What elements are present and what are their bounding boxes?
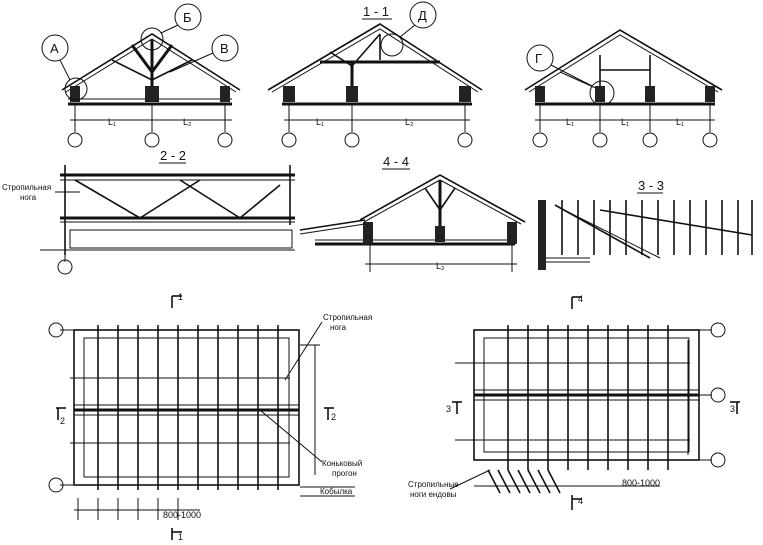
callout-a: А: [41, 34, 88, 101]
svg-text:А: А: [50, 41, 59, 56]
section-2-2-title: 2 - 2: [160, 148, 186, 163]
spacing-label-right: 800-1000: [622, 478, 660, 488]
truss-right: L₁ L₁ L₁: [524, 29, 723, 148]
section-2-2: [40, 165, 295, 275]
span-l2-section44: L₂: [436, 261, 445, 271]
span-l1-mid: L₁: [316, 117, 324, 127]
callout-g: Г: [526, 44, 615, 106]
svg-text:В: В: [220, 41, 229, 56]
svg-text:Д: Д: [418, 8, 427, 23]
section-3-3-title: 3 - 3: [638, 178, 664, 193]
section-3-3: [538, 200, 753, 270]
cut-1-bottom: 1: [178, 532, 183, 542]
callout-v: В: [169, 34, 239, 73]
cut-4-bottom: 4: [578, 496, 583, 506]
span-l1-r2: L₁: [621, 117, 629, 127]
section-1-1-title: 1 - 1: [363, 4, 389, 19]
callout-d: Д: [380, 1, 437, 57]
ridge-purlin-label-line1: Коньковый: [322, 459, 362, 468]
filly-label: Кобылка: [320, 487, 353, 496]
truss-left: L₁ L₂: [61, 33, 241, 148]
rafter-leg-label-22-line1: Стропильная: [2, 183, 51, 192]
section-4-4-title: 4 - 4: [383, 154, 409, 169]
span-l2-mid: L₂: [405, 117, 414, 127]
cut-2-left: 2: [60, 416, 65, 426]
cut-2-right: 2: [331, 412, 336, 422]
spacing-label-left: 800-1000: [163, 510, 201, 520]
span-l1-left: L₁: [108, 117, 116, 127]
callout-b: Б: [140, 3, 202, 51]
span-l1-r1: L₁: [566, 117, 574, 127]
span-l2-left: L₂: [183, 117, 192, 127]
section-4-4: L₂: [299, 174, 526, 272]
truss-middle: L₁ L₂: [267, 23, 483, 148]
cut-3-right: 3: [730, 404, 735, 414]
svg-text:Б: Б: [183, 10, 192, 25]
svg-text:Г: Г: [535, 51, 542, 66]
cut-1-top: 1: [178, 292, 183, 302]
rafter-leg-label-22-line2: нога: [20, 193, 37, 202]
valley-rafters-label-line2: ноги ендовы: [410, 490, 457, 499]
cut-4-top: 4: [578, 294, 583, 304]
plan-left: [48, 322, 320, 520]
valley-rafters-label-line1: Стропильные: [408, 480, 459, 489]
plan-right: [455, 322, 726, 494]
rafter-leg-label-plan-line2: нога: [330, 323, 347, 332]
rafter-leg-label-plan-line1: Стропильная: [323, 313, 372, 322]
span-l1-r3: L₁: [676, 117, 684, 127]
cut-3-left: 3: [446, 404, 451, 414]
ridge-purlin-label-line2: прогон: [332, 469, 357, 478]
